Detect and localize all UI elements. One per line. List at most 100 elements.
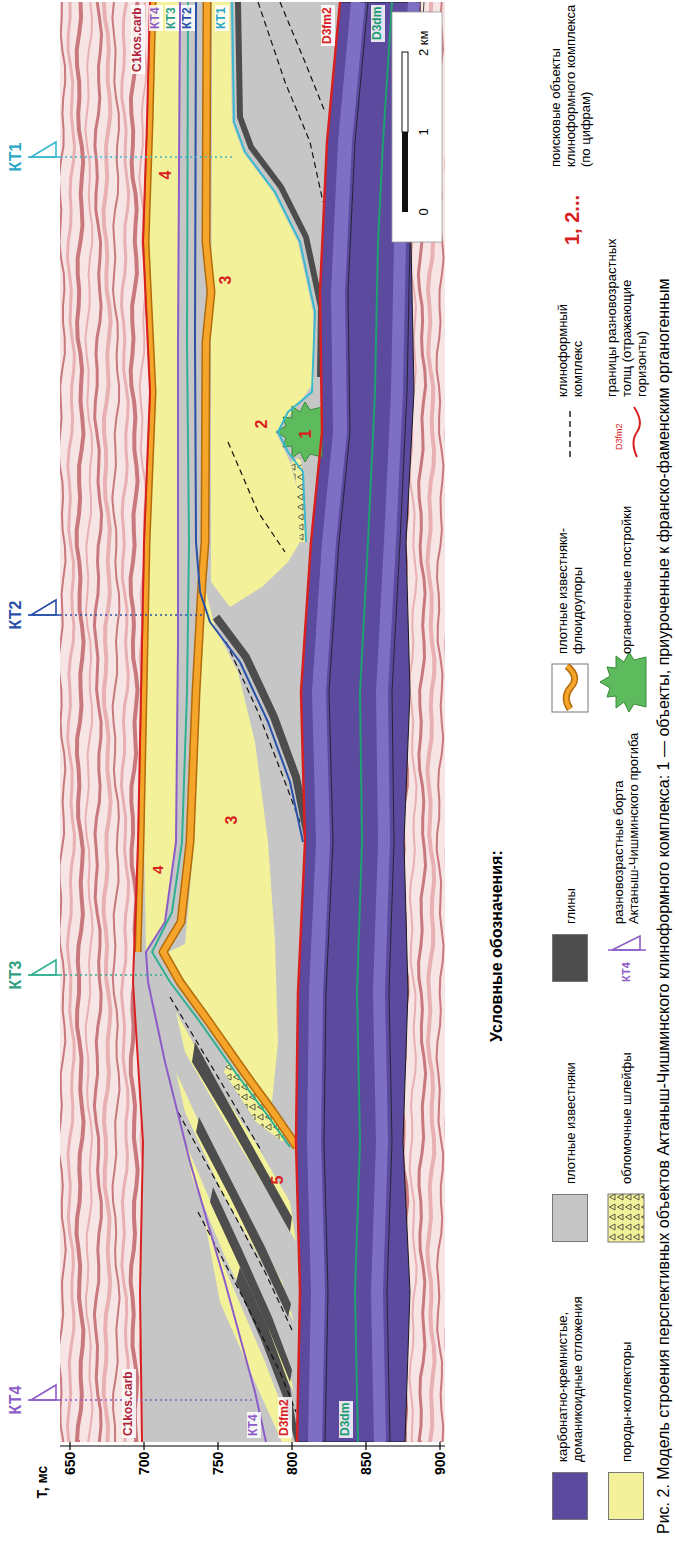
- seismic-trace: [60, 2, 66, 1442]
- seismic-trace: [104, 2, 111, 1442]
- legend-swatch: [552, 934, 588, 982]
- object-number: 4: [149, 866, 166, 874]
- legend-title: Условные обозначения:: [488, 850, 506, 1042]
- legend-text: разновозрастные борта Актаныш-Чишминског…: [611, 729, 641, 924]
- reservoir-body: [144, 2, 314, 1442]
- horizon-label: D3dm: [339, 1401, 353, 1438]
- shelf-edge-marker: [60, 974, 166, 976]
- time-axis: [69, 1442, 70, 1450]
- horizon-line: [355, 2, 392, 1442]
- scale-label: 1: [417, 128, 432, 135]
- object-number: 3: [217, 276, 235, 285]
- legend-text: органогенные постройки: [619, 479, 634, 654]
- horizon-line: [296, 2, 340, 1442]
- scale-label: 0: [417, 208, 432, 215]
- horizon-line: [146, 2, 266, 1442]
- horizon-label: КТ2: [181, 5, 195, 31]
- figure-caption: Рис. 2. Модель строения перспективных об…: [655, 278, 673, 1534]
- shelf-edge-marker: [28, 960, 166, 975]
- legend-text: глины: [563, 774, 578, 924]
- marker-label: КТ1: [7, 143, 25, 172]
- horizon-line: [195, 2, 303, 842]
- legend-text: обломочные шлейфы: [619, 1004, 634, 1184]
- clay-body: [210, 1187, 292, 1382]
- shelf-edge-marker: [28, 142, 254, 1400]
- shelf-edge-marker: [60, 156, 232, 158]
- shelf-edge-marker: [31, 960, 56, 975]
- legend-symbol: [566, 666, 574, 709]
- clinoform-line: [178, 1112, 293, 1332]
- time-axis: [439, 1442, 440, 1450]
- object-number: 5: [269, 1176, 287, 1185]
- seismic-trace: [60, 2, 445, 1442]
- clinoform-line: [226, 642, 300, 822]
- axis-tick-label: 800: [284, 1452, 300, 1475]
- scale-bar: [402, 52, 408, 132]
- time-axis: [143, 1442, 144, 1450]
- legend-symbol: [634, 407, 640, 457]
- horizon-label: КТ3: [165, 5, 179, 31]
- scale-label: 2 км: [417, 31, 432, 56]
- seal-limestone: [163, 2, 297, 1147]
- reservoir-body: [168, 592, 278, 1102]
- legend-symbol-label: КТ4: [620, 962, 633, 982]
- horizon-label: D3fm2: [278, 1397, 292, 1438]
- legend-symbol: [566, 666, 574, 709]
- legend-symbol: [569, 407, 570, 457]
- clinoform-line: [280, 2, 325, 112]
- shelf-edge-marker: [31, 142, 56, 157]
- time-axis: [217, 1442, 218, 1450]
- marker-label: КТ2: [7, 601, 25, 630]
- horizon-label: D3dm: [371, 5, 385, 42]
- horizon-line: [133, 2, 150, 1442]
- horizon-label: C1kos.carb: [122, 1369, 136, 1438]
- section-body: [60, 2, 445, 1442]
- legend-text: границы разновозрастных толщ (отражающие…: [604, 222, 649, 397]
- time-axis: [60, 1445, 445, 1446]
- horizon-label: D3fm2: [321, 5, 335, 46]
- seismic-trace: [112, 2, 119, 1442]
- seismic-trace: [67, 2, 74, 1442]
- horizon-label: КТ1: [215, 5, 229, 31]
- legend-swatch: [552, 1472, 588, 1520]
- horizon-label: C1kos.carb: [131, 5, 145, 74]
- shelf-edge-marker: [60, 1399, 254, 1401]
- clinoform-line: [258, 2, 323, 202]
- shelf-edge-marker: [28, 142, 232, 157]
- legend-symbol-label: D3fm2: [614, 423, 624, 450]
- legend-text: клиноформный комплекс: [555, 247, 585, 397]
- time-axis: [60, 1442, 445, 1450]
- seal-limestone: [163, 2, 297, 1147]
- legend-swatch: [608, 1472, 644, 1520]
- axis-tick-label: 750: [210, 1452, 226, 1475]
- scale-bar: [402, 132, 408, 212]
- legend-symbol: [608, 1194, 644, 1242]
- shelf-edge-marker: [28, 600, 205, 615]
- axis-tick-label: 650: [62, 1452, 78, 1475]
- legend-symbol: [552, 664, 588, 712]
- axis-tick-label: 700: [136, 1452, 152, 1475]
- object-number: 2: [253, 420, 271, 429]
- legend-symbol: [608, 1194, 644, 1242]
- reservoir-body: [211, 2, 314, 607]
- seismic-trace: [85, 2, 92, 1442]
- legend-text: поисковые объекты клиноформного комплекс…: [548, 2, 593, 167]
- legend-symbol-label: 1, 2...: [561, 195, 584, 245]
- legend-symbol: [600, 652, 646, 712]
- seismic-trace: [94, 2, 101, 1442]
- legend-swatch: [552, 1194, 588, 1242]
- horizon-line: [232, 2, 315, 542]
- marker-label: КТ4: [7, 1386, 25, 1415]
- horizon-line: [152, 2, 290, 1147]
- object-number: 1: [297, 430, 315, 439]
- legend-text: карбонатно-кремнистые, доманикоидные отл…: [555, 1252, 585, 1462]
- section-body: [60, 2, 445, 1442]
- clay-body: [192, 1042, 299, 1442]
- legend-symbol: [552, 407, 646, 1242]
- shelf-edge-marker: [31, 600, 56, 615]
- clinoform-line: [228, 442, 285, 552]
- marker-label: КТ3: [7, 961, 25, 990]
- shelf-edge-marker: [60, 614, 205, 616]
- axis-title: Т, мс: [34, 1466, 50, 1499]
- time-axis: [365, 1442, 366, 1450]
